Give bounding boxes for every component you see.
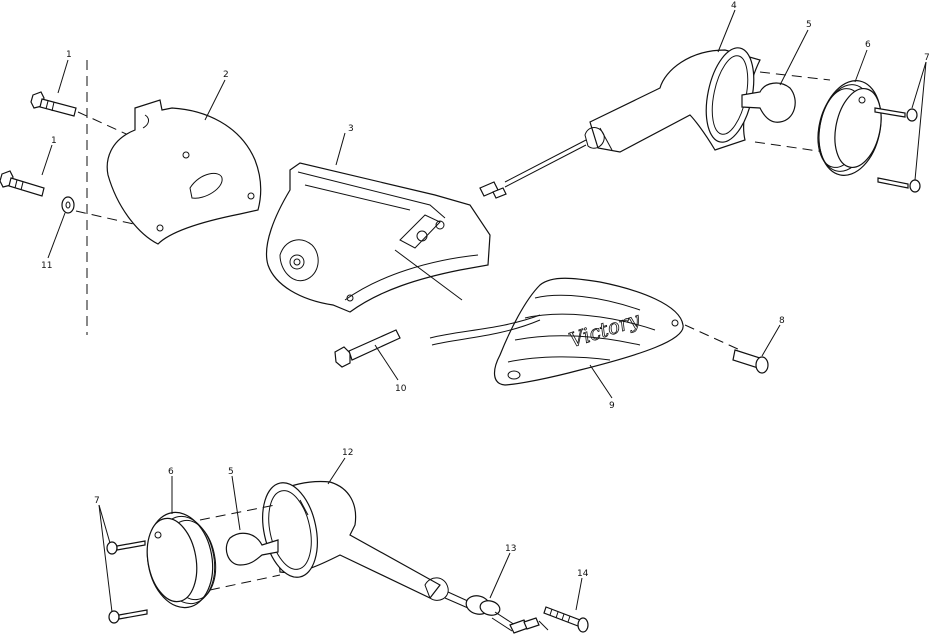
callout-10: 10 [395,384,407,394]
callout-4: 4 [731,1,737,11]
callout-2: 2 [223,70,229,80]
part-7-screw-lower-a [106,540,146,555]
axis-upper-lens-2 [754,141,826,153]
part-14-screw [543,606,589,633]
callout-14: 14 [577,569,589,579]
part-8-screw [732,349,769,374]
callout-6-lower: 6 [168,467,174,477]
axis-upper-lens [759,71,831,81]
part-6-lens-lower [146,511,217,609]
part-7-screw-upper-b [877,177,921,193]
callout-3: 3 [348,124,354,134]
callout-6-upper: 6 [865,40,871,50]
part-9-tail-lens: Victory [494,277,684,386]
part-5-bulb-upper [741,82,796,123]
callout-7-lower: 7 [94,496,100,506]
callout-1-upper: 1 [66,50,72,60]
part-5-bulb-lower [225,532,279,566]
wire-housing-to-lens [394,249,463,301]
part-10-long-bolt [334,329,401,368]
callout-8: 8 [779,316,785,326]
connector-upper [479,181,507,199]
part-3-bracket-housing [265,162,491,313]
part-4-signal-housing-upper [584,47,761,153]
callout-1-lower: 1 [51,136,57,146]
callout-5-lower: 5 [228,467,234,477]
callout-13: 13 [505,544,516,554]
part-7-screw-lower-b [108,609,148,624]
part-13-grommet [465,595,516,632]
callout-5-upper: 5 [806,20,812,30]
part-11-washer [61,196,75,214]
part-12-signal-housing-lower [262,480,449,601]
part-1-bolt-lower [0,170,45,197]
axis-screw-8 [684,324,741,351]
wire-lower [447,591,471,603]
axis-lower-lens-2 [209,574,281,591]
wire-tail-lens [429,314,541,339]
part-7-screw-upper-a [874,107,918,122]
callout-7-upper: 7 [924,53,930,63]
callout-12: 12 [342,448,353,458]
connector-lower [509,617,549,634]
part-2-mounting-plate [106,99,262,245]
callout-11: 11 [41,261,52,271]
wire-upper [504,139,587,183]
leader-lines [41,9,927,613]
part-1-bolt-upper [30,91,77,117]
callout-9: 9 [609,401,615,411]
part-6-lens-upper [817,80,882,176]
